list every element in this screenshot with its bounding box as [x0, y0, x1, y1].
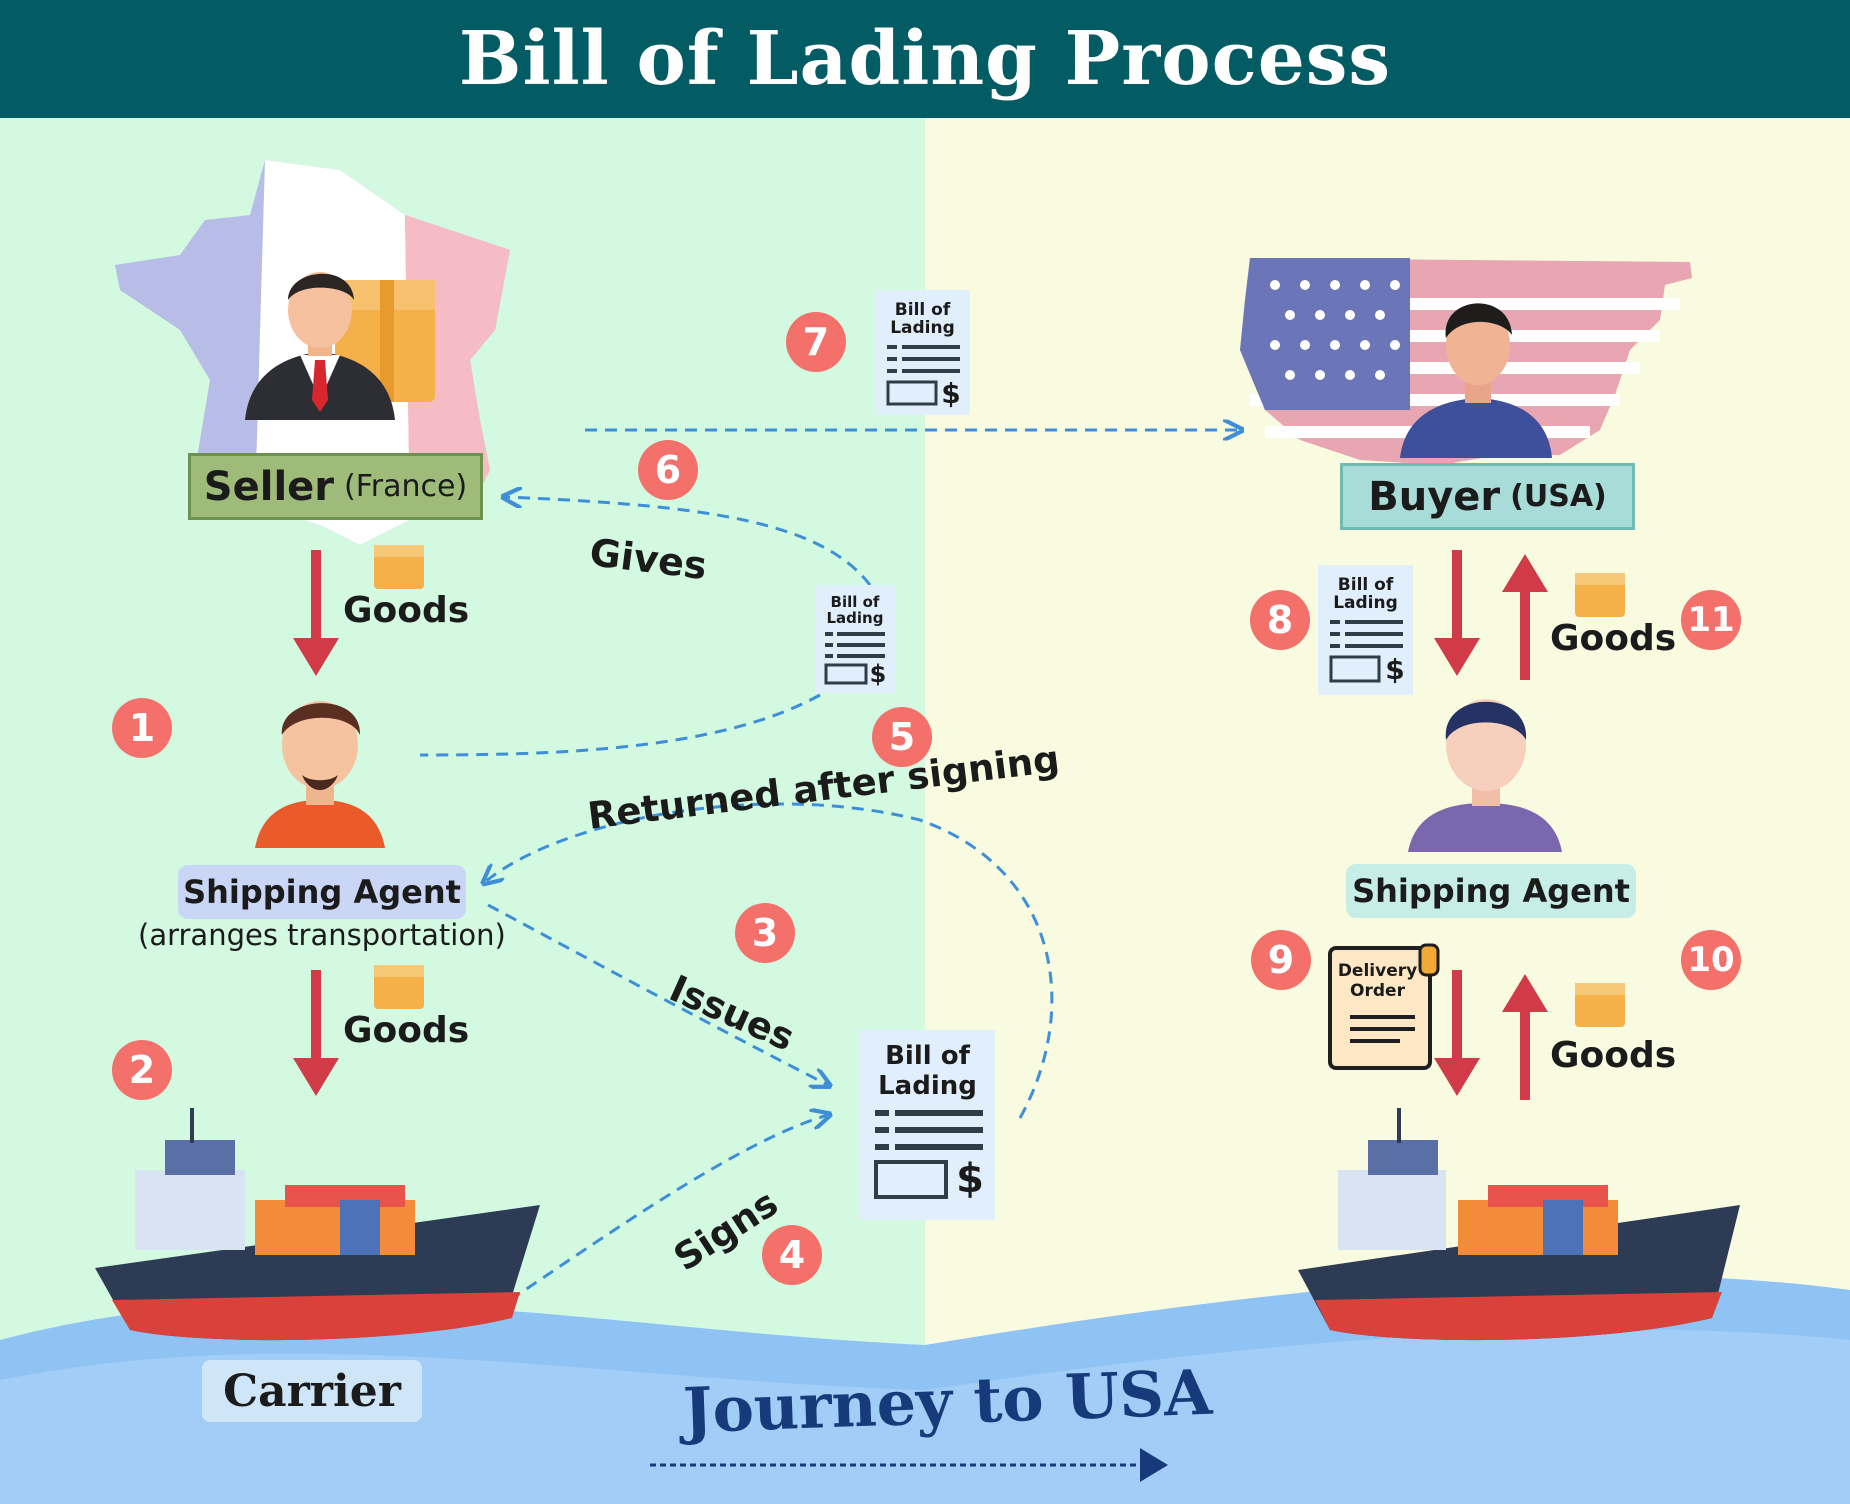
- doc-line1: Bill of: [894, 300, 951, 320]
- doc-currency: $: [869, 660, 887, 688]
- page-title: Bill of Lading Process: [458, 16, 1392, 102]
- doc-currency: $: [941, 376, 961, 410]
- bill-of-lading-icon: [815, 585, 895, 693]
- dashed-connectors: [419, 430, 1240, 1467]
- step-badge-2: 2: [112, 1040, 172, 1100]
- step-badge-7: 7: [786, 312, 846, 372]
- title-bar: Bill of Lading Process: [0, 0, 1850, 118]
- seller-avatar-icon: [245, 272, 435, 420]
- doc-currency: $: [1385, 652, 1405, 686]
- doc-currency: $: [956, 1156, 984, 1202]
- doc-line1: Bill of: [885, 1041, 970, 1071]
- step-badge-4: 4: [762, 1225, 822, 1285]
- goods-arrows: [293, 550, 1548, 1100]
- delivery-order-line2: Order: [1350, 981, 1405, 1001]
- delivery-order-icon: [1328, 943, 1440, 1070]
- right-agent-label: Shipping Agent: [1346, 864, 1636, 918]
- bill-of-lading-label: Bill of Lading: [860, 1040, 995, 1102]
- bill-of-lading-label: Bill of Lading: [815, 590, 895, 630]
- buyer-avatar-icon: [1400, 303, 1552, 458]
- bill-of-lading-icon: [875, 290, 970, 415]
- doc-line1: Bill of: [830, 593, 880, 611]
- right-agent-avatar-icon: [1408, 699, 1562, 852]
- step-badge-11: 11: [1681, 590, 1741, 650]
- buyer-country: (USA): [1510, 479, 1607, 514]
- buyer-label: Buyer (USA): [1340, 463, 1635, 530]
- bill-of-lading-icon: [860, 1030, 995, 1220]
- delivery-order-line1: Delivery: [1337, 961, 1418, 981]
- journey-arrow-head: [1140, 1448, 1168, 1482]
- seller-name: Seller: [203, 463, 335, 510]
- step-badge-8: 8: [1250, 590, 1310, 650]
- left-agent-avatar-icon: [255, 701, 385, 848]
- doc-line2: Lading: [1333, 593, 1398, 613]
- seller-label: Seller (France): [188, 453, 483, 520]
- step-badge-5: 5: [872, 707, 932, 767]
- goods-label: Goods: [1550, 1035, 1677, 1076]
- step-badge-9: 9: [1251, 930, 1311, 990]
- step-badge-6: 6: [638, 440, 698, 500]
- left-agent-label: Shipping Agent: [178, 865, 466, 919]
- left-agent-note: (arranges transportation): [138, 918, 506, 952]
- step-badge-10: 10: [1681, 930, 1741, 990]
- doc-line2: Lading: [826, 609, 884, 627]
- step-badge-3: 3: [735, 903, 795, 963]
- doc-line2: Lading: [878, 1071, 977, 1101]
- doc-line1: Bill of: [1337, 575, 1394, 595]
- buyer-name: Buyer: [1368, 473, 1501, 520]
- cargo-ship-icon: [95, 1108, 540, 1341]
- goods-label: Goods: [343, 590, 470, 631]
- delivery-order-label: Delivery Order: [1330, 958, 1425, 1004]
- box-icon: [374, 545, 1625, 1027]
- seller-country: (France): [344, 469, 468, 504]
- bill-of-lading-icon: [1318, 565, 1413, 695]
- doc-line2: Lading: [890, 318, 955, 338]
- carrier-label: Carrier: [202, 1360, 422, 1422]
- goods-label: Goods: [1550, 618, 1677, 659]
- bill-of-lading-label: Bill of Lading: [1318, 572, 1413, 616]
- goods-label: Goods: [343, 1010, 470, 1051]
- cargo-ship-icon: [1298, 1108, 1740, 1341]
- bill-of-lading-label: Bill of Lading: [875, 296, 970, 342]
- step-badge-1: 1: [112, 698, 172, 758]
